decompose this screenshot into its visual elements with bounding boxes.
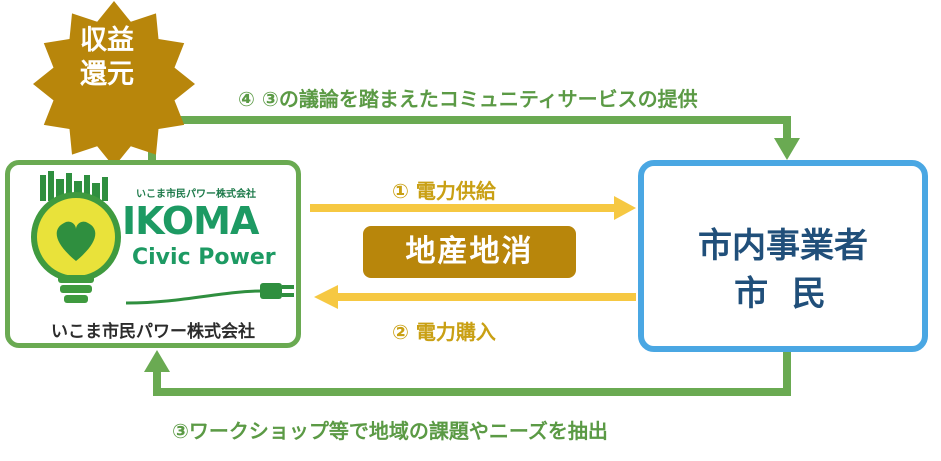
community-service-arrowhead bbox=[774, 138, 800, 160]
company-box: いこま市民パワー株式会社 IKOMA Civic Power いこま市民パワー株… bbox=[5, 160, 301, 348]
citizens-line2: 市 民 bbox=[734, 274, 832, 314]
community-service-label: ④ ③の議論を踏まえたコミュニティサービスの提供 bbox=[238, 87, 698, 111]
supply-arrowhead bbox=[614, 196, 636, 220]
logo-company-small: いこま市民パワー株式会社 bbox=[136, 189, 256, 200]
local-production-badge: 地産地消 bbox=[363, 226, 576, 278]
workshop-arrowhead bbox=[144, 350, 170, 372]
community-service-connector bbox=[148, 116, 791, 165]
citizens-box: 市内事業者 市 民 bbox=[638, 160, 928, 352]
purchase-arrowhead bbox=[314, 285, 338, 309]
supply-label: ① 電力供給 bbox=[392, 179, 496, 203]
company-name: いこま市民パワー株式会社 bbox=[51, 322, 255, 342]
purchase-label: ② 電力購入 bbox=[392, 320, 496, 344]
revenue-return-line1: 収益 bbox=[80, 25, 134, 56]
revenue-return-line2: 還元 bbox=[80, 59, 134, 90]
workshop-connector bbox=[153, 352, 791, 396]
plug-icon bbox=[125, 283, 294, 305]
revenue-return-starburst bbox=[33, 1, 195, 167]
logo-civic-power: Civic Power bbox=[132, 245, 276, 270]
workshop-label: ③ワークショップ等で地域の課題やニーズを抽出 bbox=[172, 419, 608, 443]
citizens-line1: 市内事業者 bbox=[698, 226, 868, 266]
revenue-return-label: 収益 還元 bbox=[42, 24, 172, 92]
lightbulb-logo-icon bbox=[31, 171, 121, 303]
logo-ikoma: IKOMA bbox=[122, 199, 259, 243]
